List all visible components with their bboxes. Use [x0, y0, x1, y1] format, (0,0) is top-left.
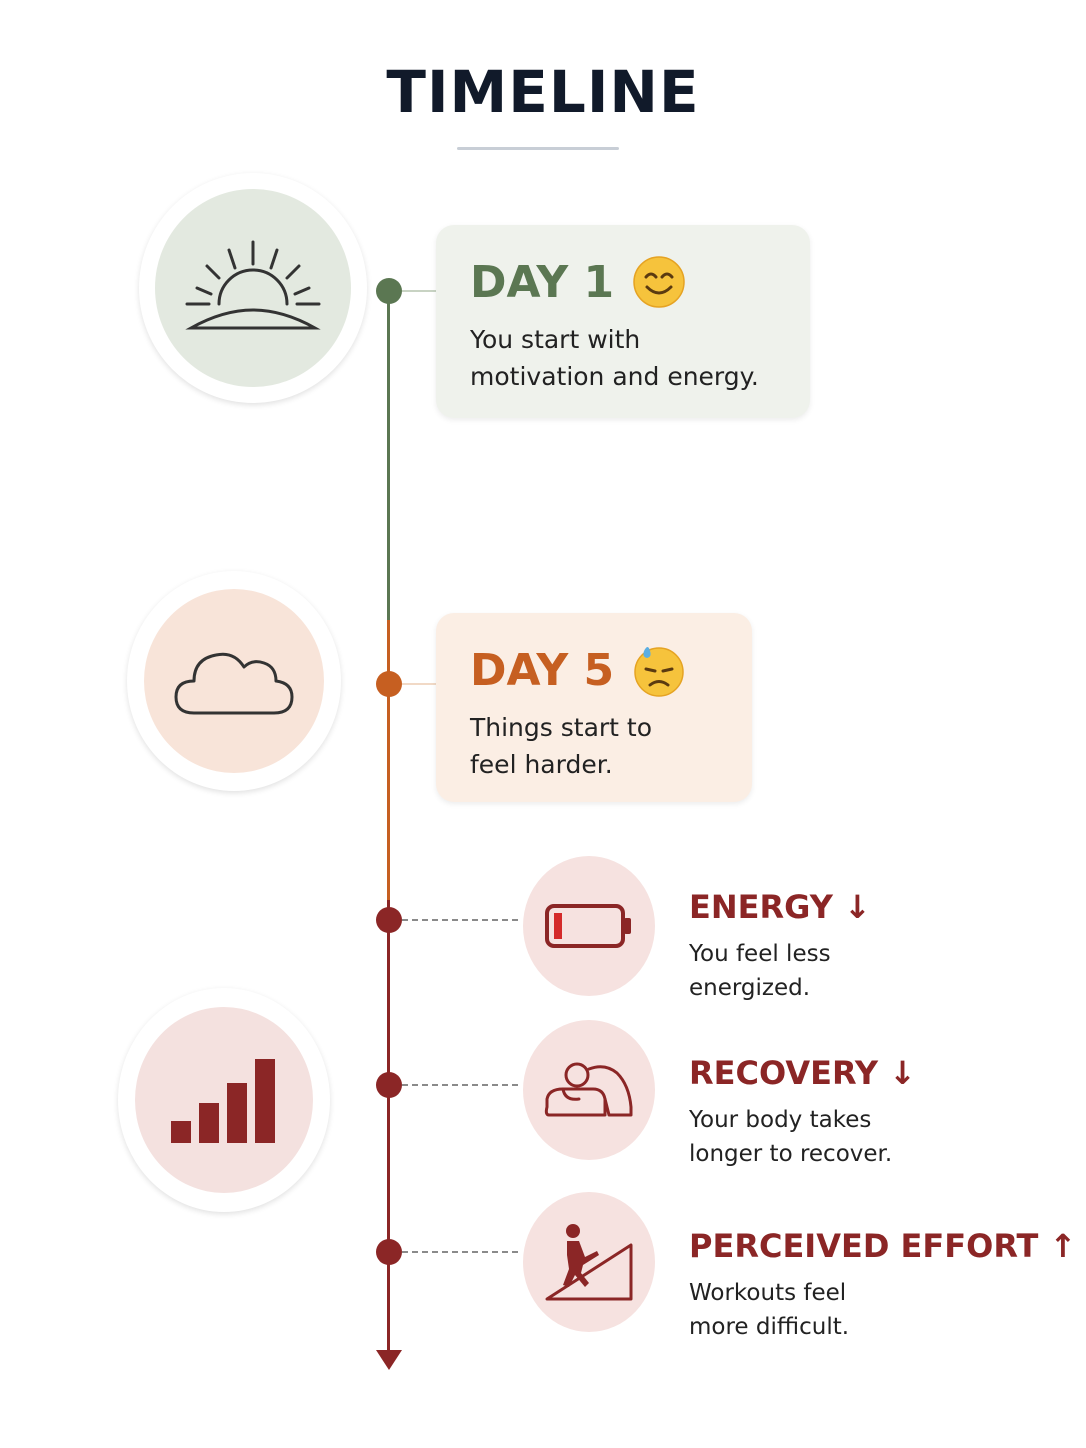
stage-heading-day1: DAY 1 — [470, 255, 686, 309]
cloud-icon — [144, 589, 324, 773]
title-underline — [457, 147, 619, 150]
effect-text-line: Workouts feel — [689, 1280, 847, 1306]
stage-text-line: motivation and energy. — [470, 362, 759, 391]
low-battery-icon — [523, 856, 655, 996]
stage-description-day5: Things start to feel harder. — [470, 709, 652, 783]
effect-connector-energy — [402, 919, 518, 921]
effect-text-line: You feel less — [689, 941, 831, 967]
effect-title-effort: PERCEIVED EFFORT ↑ — [689, 1227, 1077, 1265]
timeline-node-recovery — [376, 1072, 402, 1098]
page-title: TIMELINE — [386, 58, 700, 126]
effect-text-line: more difficult. — [689, 1314, 850, 1340]
stage-text-line: Things start to — [470, 713, 653, 742]
timeline-node-effort — [376, 1239, 402, 1265]
timeline-node-day1 — [376, 278, 402, 304]
effect-description-energy: You feel less energized. — [689, 937, 831, 1005]
stage-day-label: DAY 1 — [470, 256, 615, 308]
effect-text-line: longer to recover. — [689, 1141, 893, 1167]
timeline-node-day5 — [376, 671, 402, 697]
effect-text-line: energized. — [689, 975, 811, 1001]
stage-text-line: feel harder. — [470, 750, 613, 779]
timeline-segment-day1 — [387, 290, 390, 620]
timeline-node-energy — [376, 907, 402, 933]
stage-description-day1: You start with motivation and energy. — [470, 321, 759, 395]
effect-connector-recovery — [402, 1084, 518, 1086]
day5-icon-ring — [127, 571, 341, 791]
effect-text-line: Your body takes — [689, 1107, 872, 1133]
sunrise-icon — [155, 189, 351, 387]
effect-title-energy: ENERGY ↓ — [689, 888, 871, 926]
climbing-person-icon — [523, 1192, 655, 1332]
stage-heading-day5: DAY 5 — [470, 643, 686, 697]
downcast-face-with-sweat-icon — [634, 647, 684, 697]
stage-card-day5: DAY 5 Things start to feel harder. — [436, 613, 752, 802]
effect-title-recovery: RECOVERY ↓ — [689, 1054, 916, 1092]
stage-text-line: You start with — [470, 325, 641, 354]
card-connector-day1 — [402, 290, 436, 292]
stage-card-day1: DAY 1 You start with motivation and ener… — [436, 225, 810, 418]
card-connector-day5 — [402, 683, 436, 685]
effect-connector-effort — [402, 1251, 518, 1253]
resting-person-icon — [523, 1020, 655, 1160]
stage-day-label: DAY 5 — [470, 644, 615, 696]
day1-icon-ring — [139, 173, 367, 403]
timeline-segment-effects — [387, 900, 390, 1355]
bar-chart-icon — [135, 1007, 313, 1193]
timeline-segment-day5 — [387, 620, 390, 900]
effects-icon-ring — [118, 988, 330, 1212]
smiling-face-icon — [633, 256, 685, 308]
timeline-arrow-icon — [376, 1350, 402, 1370]
effect-description-effort: Workouts feel more difficult. — [689, 1276, 849, 1344]
effect-description-recovery: Your body takes longer to recover. — [689, 1103, 892, 1171]
